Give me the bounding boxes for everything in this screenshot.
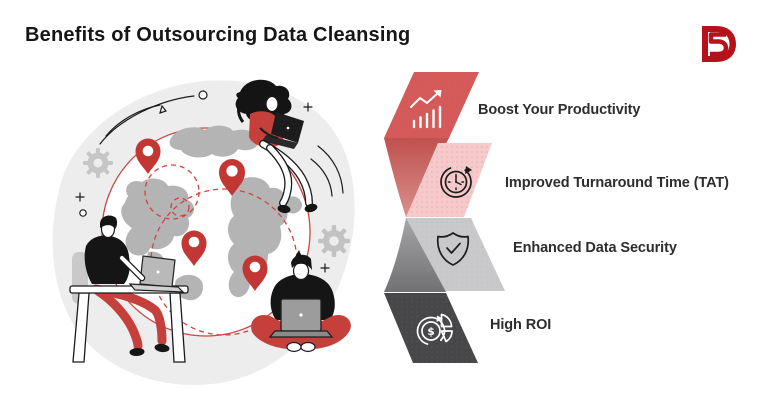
small-circle [79,209,87,217]
benefit-segment-productivity [384,72,479,217]
logo-inner-5 [708,32,729,57]
laptop-icon [128,255,185,293]
location-pin [135,138,161,174]
person-foot [300,341,316,353]
roi-dollar-pie-icon: $ [416,313,453,346]
gear-icon [83,148,113,178]
stopwatch-icon [440,166,472,198]
benefit-segment-security [384,218,505,292]
plus-sparkle [320,263,330,273]
swoosh-arcs [99,95,344,197]
woman-head [265,95,279,113]
location-pin [181,230,207,266]
laptop-icon [262,112,304,149]
man-at-desk [69,215,189,363]
person-foot [286,341,302,353]
small-triangle [159,104,168,114]
bar-chart-growth-icon [410,90,442,129]
plus-sparkle [303,102,313,112]
benefit-label-productivity: Boost Your Productivity [478,102,641,118]
dollar-symbol: $ [427,326,434,338]
laptop-icon [268,298,334,338]
person-head [292,261,310,281]
man-shoe [154,343,170,353]
gear-icon [318,225,350,257]
small-circle [198,90,208,100]
woman-legs [259,140,313,207]
page-title: Benefits of Outsourcing Data Cleansing [25,24,411,46]
benefit-label-turnaround: Improved Turnaround Time (TAT) [505,175,729,191]
brand-logo [702,26,736,62]
woman-on-globe [235,79,318,214]
shield-check-icon [436,232,470,266]
person-crosslegged [251,250,351,353]
logo-d-ring [702,26,736,62]
man-hair [100,215,118,229]
benefit-segment-turnaround [406,143,492,217]
benefit-label-security: Enhanced Data Security [513,240,677,256]
woman-arm [259,127,279,139]
location-pins [135,138,268,291]
man-shoe [129,347,145,357]
woman-shoe [277,204,291,214]
woman-shoe [304,203,318,213]
woman-hair [235,79,292,124]
globe-people-illustration [52,79,355,385]
location-pin [219,159,245,196]
benefit-label-roi: High ROI [490,317,552,333]
man-torso [84,235,130,284]
benefits-ribbon: $ [384,72,505,363]
location-pin [242,255,268,291]
plus-sparkle [75,192,85,202]
woman-hair-strand [237,99,245,123]
ribbon-fold [384,218,446,292]
person-hair [291,250,312,270]
sparkles [75,90,330,273]
benefit-segment-roi [384,293,478,363]
